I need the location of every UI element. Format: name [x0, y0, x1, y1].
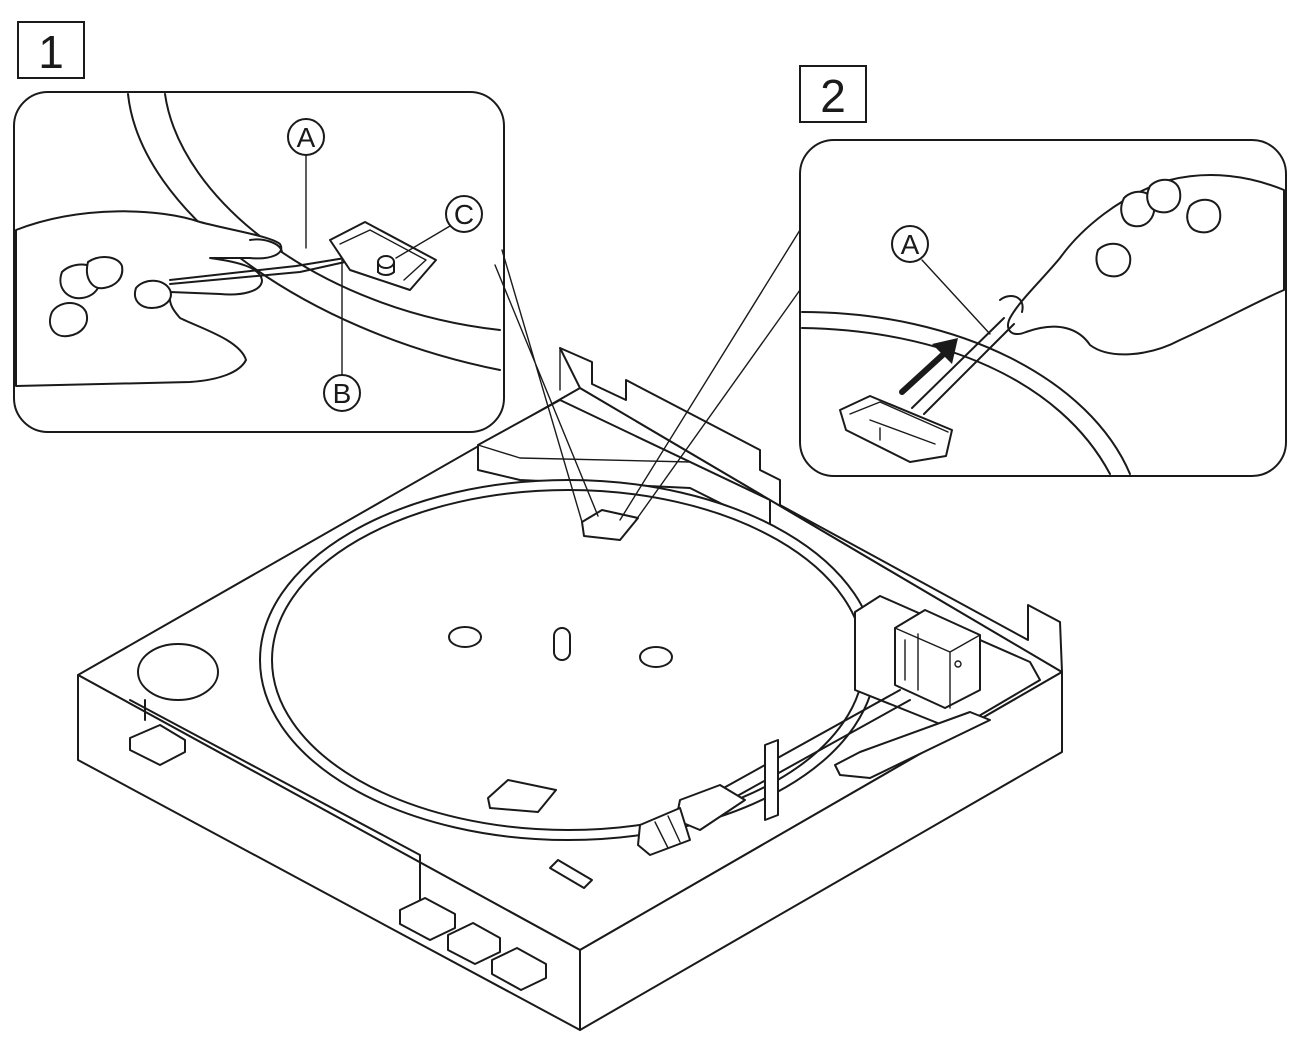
right-lift-bar	[834, 711, 991, 779]
step-1-callout-c-circle	[445, 195, 483, 233]
front-switch-left	[129, 724, 186, 766]
step-1-callout-a: A	[297, 122, 316, 153]
step-1-zoom-lines	[494, 249, 599, 523]
platter-slot	[553, 627, 571, 661]
platter-pad-bottom	[487, 779, 557, 813]
step-1-stud	[377, 255, 395, 269]
front-button-2	[447, 922, 501, 965]
step-2-finger-3	[1186, 198, 1222, 234]
cartridge	[637, 807, 691, 856]
platter-pad-top	[581, 509, 639, 541]
platter-hole-right	[639, 646, 673, 668]
step-1-callout-b: B	[333, 378, 352, 409]
plinth-front-right	[579, 671, 1063, 1031]
tonearm-pivot	[894, 609, 981, 709]
turntable	[77, 347, 1063, 1031]
back-ridge	[559, 347, 1063, 673]
step-2-finger-1	[1120, 190, 1156, 228]
step-2-finger-4	[1095, 242, 1132, 278]
cue-lever	[549, 859, 593, 889]
step-1-callout-c: C	[454, 199, 474, 230]
step-1-callout-a-circle	[287, 118, 325, 156]
step-1-finger-2	[86, 256, 124, 290]
step-1-detail-content	[15, 93, 501, 387]
platter-hole-left	[448, 626, 482, 648]
step-2-callout-a: A	[901, 229, 920, 260]
step-2-arrow-head	[932, 338, 958, 364]
step-1-callout-b-circle	[323, 374, 361, 412]
arm-rest	[764, 739, 779, 821]
step-1-number: 1	[38, 26, 64, 78]
speed-knob	[137, 643, 219, 701]
step-2-panel: 2 A	[619, 65, 1287, 521]
step-2-callout-a-circle	[891, 225, 929, 263]
step-1-finger-4	[134, 279, 172, 309]
platter-outer	[259, 479, 877, 841]
step-2-zoom-lines	[619, 229, 801, 521]
step-2-number: 2	[820, 70, 846, 122]
front-button-3	[491, 947, 547, 991]
step-1-finger-3	[49, 302, 88, 338]
step-2-number-box	[799, 65, 867, 123]
step-2-arrow-shaft	[899, 347, 951, 395]
tonearm-tube	[719, 689, 911, 801]
step-2-detail-content	[801, 174, 1285, 475]
step-1-stylus	[169, 257, 346, 285]
step-1-number-box	[17, 21, 85, 79]
step-2-finger-2	[1146, 178, 1182, 214]
step-1-panel: 1 A	[13, 21, 599, 523]
front-button-1	[399, 897, 456, 941]
